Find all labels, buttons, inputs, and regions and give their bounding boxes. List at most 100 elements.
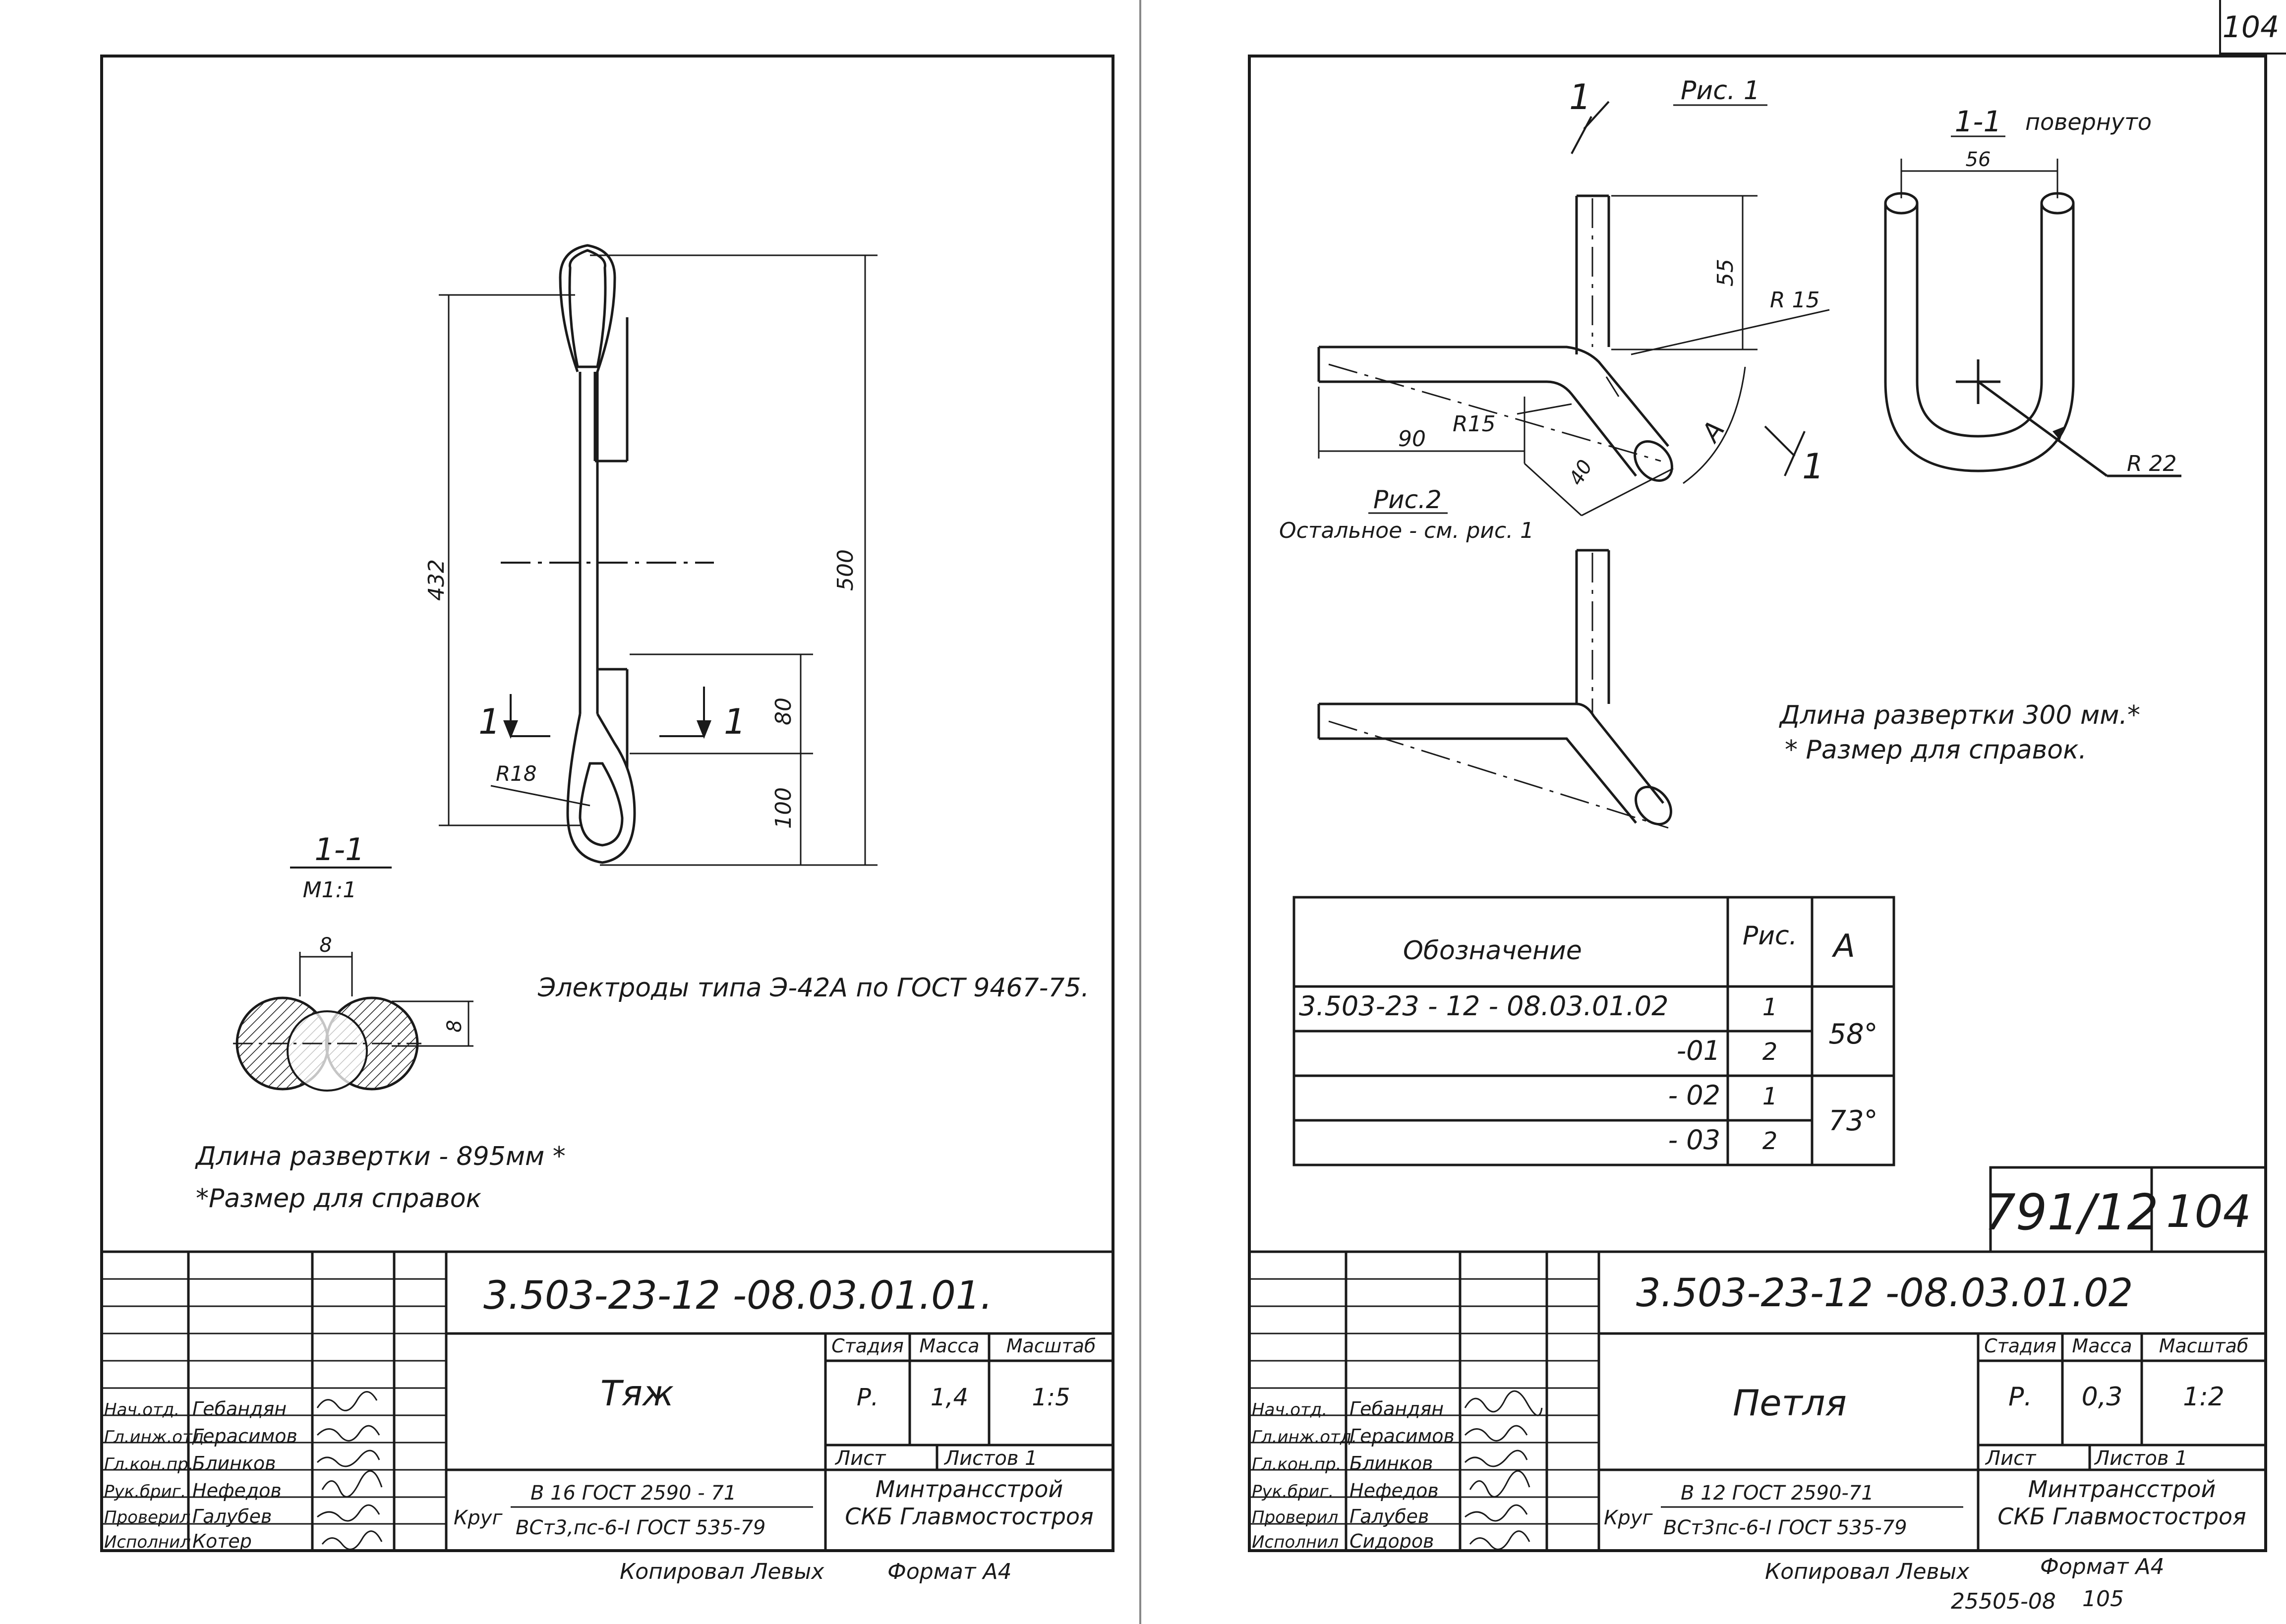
table-row-code: - 03: [1668, 1124, 1720, 1156]
svg-text:Герасимов: Герасимов: [1349, 1425, 1455, 1447]
right-designation: 3.503-23-12 -08.03.01.02: [1636, 1271, 2133, 1316]
dim-90-label: 90: [1398, 426, 1426, 452]
right-note-ref: * Размер для справок.: [1785, 735, 2087, 765]
fig1-dims: [1318, 195, 1830, 517]
table-row-fig: 1: [1762, 1083, 1778, 1110]
table-header-designation: Обозначение: [1403, 936, 1582, 966]
album-number: 791/12: [1984, 1183, 2159, 1241]
svg-text:Рук.бриг.: Рук.бриг.: [1252, 1482, 1334, 1502]
left-signers: Нач.отд. Гебандян Гл.инж.отд. Герасимов …: [104, 1398, 297, 1552]
section-mark-right: 1: [724, 701, 746, 742]
right-mass: 0,3: [2082, 1382, 2123, 1412]
fig2-centerline: [1328, 720, 1669, 829]
svg-text:Проверил: Проверил: [1252, 1508, 1338, 1527]
top-eye-inner: [568, 249, 607, 368]
left-mass-header: Масса: [919, 1335, 979, 1357]
fig1-loop: [1317, 194, 1673, 482]
table-header-fig: Рис.: [1743, 921, 1797, 951]
svg-text:Нач.отд.: Нач.отд.: [104, 1400, 179, 1420]
fig2-label: Рис.2: [1373, 485, 1442, 514]
svg-text:Исполнил: Исполнил: [104, 1532, 191, 1552]
svg-text:Нефедов: Нефедов: [1349, 1480, 1439, 1502]
svg-text:Гл.кон.пр.: Гл.кон.пр.: [104, 1454, 193, 1474]
dim-432-label: 432: [424, 559, 449, 601]
archive-number: 25505-08: [1951, 1589, 2056, 1614]
dim-r15b-label: R15: [1453, 411, 1496, 437]
right-title-grid: [1249, 1278, 1599, 1525]
table-row-fig: 1: [1762, 993, 1778, 1021]
svg-text:Гебандян: Гебандян: [192, 1398, 287, 1420]
svg-text:Гебандян: Гебандян: [1349, 1398, 1444, 1420]
svg-text:Проверил: Проверил: [104, 1508, 190, 1527]
fig1-centerline: [1328, 363, 1661, 462]
right-sheets-count: Листов 1: [2094, 1447, 2188, 1470]
table-row-code: 3.503-23 - 12 - 08.03.01.02: [1299, 990, 1668, 1022]
left-sheet-header: Лист: [834, 1447, 886, 1470]
left-part-name: Тяж: [600, 1373, 674, 1414]
note-electrodes: Электроды типа Э-42А по ГОСТ 9467-75.: [537, 973, 1089, 1003]
right-signers: Нач.отд. Гебандян Гл.инж.отд. Герасимов …: [1252, 1398, 1455, 1552]
right-note-length: Длина развертки 300 мм.*: [1779, 700, 2140, 730]
svg-text:Герасимов: Герасимов: [192, 1425, 297, 1447]
section-dim-8a: 8: [319, 934, 332, 957]
right-part-name: Петля: [1733, 1382, 1847, 1424]
cut-mark-top: [1571, 101, 1806, 476]
right-frame: [1248, 55, 2267, 1552]
right-sheet-header: Лист: [1985, 1447, 2037, 1470]
top-eye-outer-left: [559, 277, 579, 372]
dim-55-label: 55: [1713, 259, 1738, 287]
left-designation: 3.503-23-12 -08.03.01.01.: [483, 1274, 993, 1318]
dim-500-label: 500: [833, 549, 858, 591]
left-signatures: [316, 1391, 383, 1550]
table-row-code: - 02: [1668, 1080, 1720, 1111]
table-header-angle: А: [1831, 928, 1855, 965]
left-copied: Копировал Левых: [620, 1559, 824, 1584]
page-number: 104: [2223, 10, 2280, 45]
right-material-label: Круг: [1604, 1507, 1653, 1529]
variants-table: [1292, 896, 1895, 1166]
table-row-fig: 2: [1762, 1038, 1778, 1066]
left-title-grid: [102, 1278, 446, 1525]
fig2-note: Остальное - см. рис. 1: [1279, 518, 1534, 543]
dim-80-label: 80: [771, 697, 796, 725]
u-loop: [1884, 192, 2181, 477]
right-signatures: [1464, 1390, 1543, 1550]
right-sheet: Рис. 1 1 1: [1248, 55, 2267, 1614]
archive-page: 105: [2082, 1586, 2124, 1612]
rotated-title: 1-1: [1955, 105, 2002, 138]
svg-text:Гл.инж.отд.: Гл.инж.отд.: [1252, 1427, 1357, 1447]
page-number-box: [2219, 0, 2286, 55]
dim-56-label: 56: [1966, 148, 1991, 171]
svg-text:Исполнил: Исполнил: [1252, 1532, 1339, 1552]
u-dim-56: [1900, 159, 2058, 198]
table-row-fig: 2: [1762, 1127, 1778, 1155]
left-scale-header: Масштаб: [1006, 1335, 1096, 1357]
note-development-length: Длина развертки - 895мм *: [195, 1142, 566, 1171]
dim-40-label: 40: [1565, 456, 1597, 489]
r18-leader: [490, 785, 590, 807]
left-mass: 1,4: [931, 1384, 968, 1411]
right-stage: Р.: [2008, 1382, 2032, 1412]
svg-text:Нефедов: Нефедов: [192, 1480, 282, 1502]
top-eye-outer-right: [559, 244, 616, 461]
svg-text:Блинков: Блинков: [1349, 1452, 1433, 1474]
right-org-1: Минтрансстрой: [2028, 1476, 2216, 1503]
right-stage-header: Стадия: [1984, 1335, 2056, 1357]
cut-mark-top-label: 1: [1569, 77, 1591, 117]
right-material-top: В 12 ГОСТ 2590-71: [1681, 1482, 1874, 1505]
fig2-loop: [1317, 549, 1672, 826]
right-scale-header: Масштаб: [2159, 1335, 2249, 1357]
svg-text:Блинков: Блинков: [192, 1452, 276, 1474]
table-angle-58: 58°: [1828, 1018, 1877, 1050]
dim-80-100: [630, 653, 813, 865]
dim-100-label: 100: [771, 787, 796, 829]
section-mark-left: 1: [478, 701, 501, 742]
right-scale: 1:2: [2183, 1382, 2225, 1412]
left-scale: 1:5: [1032, 1384, 1070, 1411]
table-row-code: -01: [1677, 1035, 1720, 1066]
dim-angle-label: A: [1696, 415, 1731, 448]
left-stage-header: Стадия: [831, 1335, 904, 1357]
fig1-label: Рис. 1: [1681, 76, 1760, 106]
section-title: 1-1: [314, 831, 364, 868]
